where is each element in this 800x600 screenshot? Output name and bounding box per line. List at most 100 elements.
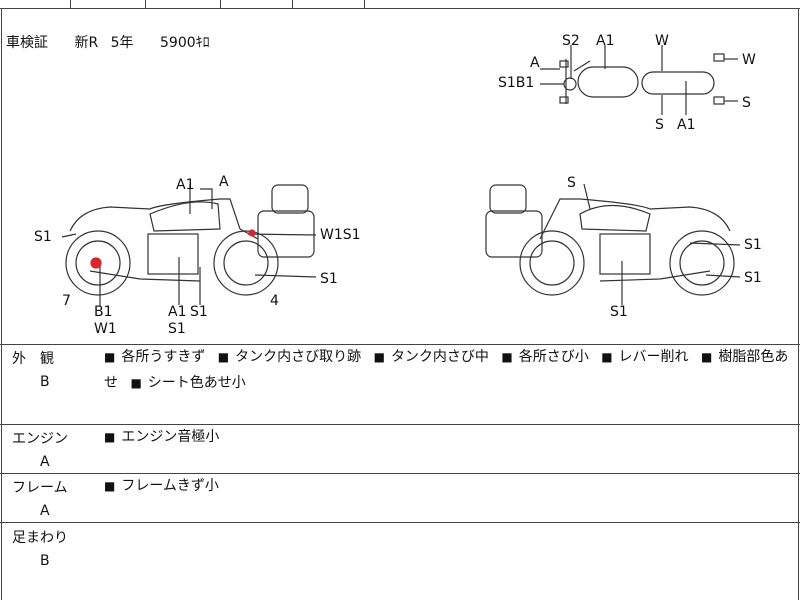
finding-item: フレームきず小 bbox=[121, 478, 219, 494]
motorcycle-diagram bbox=[61, 45, 741, 306]
left-mirror bbox=[200, 188, 213, 209]
label-left-w1s1: W1S1 bbox=[320, 227, 361, 243]
left-topbox bbox=[271, 184, 309, 214]
top-cell bbox=[145, 0, 221, 8]
label-left-a1: A1 bbox=[176, 177, 195, 193]
divider bbox=[0, 473, 800, 474]
divider bbox=[0, 522, 800, 523]
label-left-s1-bottom2: S1 bbox=[168, 321, 186, 337]
registration-label: 車検証 bbox=[6, 35, 48, 51]
section-exterior-grade: B bbox=[40, 374, 50, 390]
label-top-a1-bottom: A1 bbox=[677, 117, 696, 133]
bullet-icon: ■ bbox=[501, 350, 513, 364]
finding-item: 各所うすきず bbox=[121, 349, 206, 365]
bullet-icon: ■ bbox=[601, 350, 613, 364]
right-tank bbox=[579, 205, 651, 232]
left-front-wheel-inner bbox=[223, 240, 269, 286]
right-leader bbox=[705, 274, 741, 278]
top-cell bbox=[292, 0, 365, 8]
frame-right bbox=[798, 8, 799, 600]
label-top-s-bottom: S bbox=[655, 117, 664, 133]
section-exterior-body: ■ 各所うすきず ■ タンク内さび取り跡 ■ タンク内さび中 ■ 各所さび小 ■ レバー削… bbox=[104, 344, 794, 396]
section-engine-name: エンジン bbox=[12, 431, 68, 447]
right-leader bbox=[689, 242, 741, 246]
section-exterior-name: 外 観 bbox=[12, 351, 54, 367]
label-left-7: 7 bbox=[62, 293, 71, 309]
section-suspension-header: 足まわり B bbox=[12, 527, 82, 569]
section-engine-grade: A bbox=[40, 454, 50, 470]
registration-type: 新R bbox=[74, 35, 99, 51]
section-engine-header: エンジン A bbox=[12, 428, 82, 470]
label-top-w-right: W bbox=[742, 52, 756, 68]
finding-item: タンク内さび取り跡 bbox=[235, 349, 362, 365]
section-frame-grade: A bbox=[40, 503, 50, 519]
left-leader bbox=[61, 233, 77, 238]
label-top-a: A bbox=[530, 55, 540, 71]
bullet-icon: ■ bbox=[130, 376, 142, 390]
top-bag bbox=[713, 53, 725, 62]
finding-item: 各所さび小 bbox=[518, 349, 589, 365]
label-left-a: A bbox=[219, 174, 229, 190]
left-damage-marker bbox=[248, 229, 256, 237]
top-bag bbox=[713, 96, 725, 105]
section-frame-header: フレーム A bbox=[12, 477, 82, 519]
frame-left bbox=[1, 8, 2, 600]
bullet-icon: ■ bbox=[104, 430, 116, 444]
label-top-w: W bbox=[655, 33, 669, 49]
right-topbox bbox=[489, 184, 527, 214]
finding-item: レバー削れ bbox=[618, 349, 689, 365]
right-leader bbox=[583, 183, 591, 210]
label-left-w1: W1 bbox=[94, 321, 117, 337]
section-exterior-header: 外 観 B bbox=[12, 348, 82, 390]
label-left-s1: S1 bbox=[34, 229, 52, 245]
bullet-icon: ■ bbox=[700, 350, 713, 364]
top-cell bbox=[220, 0, 293, 8]
label-left-s1-right: S1 bbox=[320, 271, 338, 287]
label-right-s1-a: S1 bbox=[744, 237, 762, 253]
left-engine bbox=[147, 233, 199, 275]
top-seat bbox=[641, 71, 715, 95]
left-front-wheel bbox=[213, 230, 279, 296]
registration-mileage-unit: ｷﾛ bbox=[195, 35, 210, 51]
top-strip-border bbox=[0, 8, 800, 9]
finding-item: エンジン音極小 bbox=[121, 429, 220, 445]
finding-item: タンク内さび中 bbox=[390, 349, 489, 365]
right-front-wheel bbox=[519, 230, 585, 296]
top-view-motorcycle bbox=[540, 45, 738, 115]
bullet-icon: ■ bbox=[217, 350, 230, 364]
registration-years: 5年 bbox=[110, 35, 134, 51]
section-suspension-name: 足まわり bbox=[12, 530, 68, 546]
left-exhaust bbox=[89, 270, 201, 282]
registration-mileage: 5900 bbox=[160, 35, 196, 51]
top-cell bbox=[0, 0, 71, 8]
top-mirror bbox=[559, 60, 569, 68]
left-body-outline bbox=[69, 198, 259, 240]
right-rear-wheel-inner bbox=[679, 240, 725, 286]
right-engine bbox=[599, 233, 651, 275]
bullet-icon: ■ bbox=[104, 350, 116, 364]
finding-item: シート色あせ小 bbox=[147, 375, 246, 391]
divider bbox=[0, 344, 800, 345]
finding-item: 樹脂部色あせ bbox=[104, 349, 789, 391]
top-leader bbox=[573, 60, 591, 72]
left-leader bbox=[254, 274, 317, 278]
top-strip bbox=[0, 0, 800, 9]
label-right-s1-b: S1 bbox=[744, 270, 762, 286]
left-damage-marker bbox=[90, 257, 102, 269]
label-right-s: S bbox=[567, 175, 576, 191]
registration-line: 車検証 新R 5年 5900ｷﾛ bbox=[6, 32, 210, 52]
label-top-s2: S2 bbox=[562, 33, 580, 49]
label-left-s1-bottom: S1 bbox=[190, 304, 208, 320]
label-left-b1: B1 bbox=[94, 304, 113, 320]
label-right-s1-bottom: S1 bbox=[610, 304, 628, 320]
label-top-s-right: S bbox=[742, 95, 751, 111]
section-frame-body: ■ フレームきず小 bbox=[104, 473, 794, 499]
right-side-motorcycle bbox=[485, 183, 741, 305]
top-cell bbox=[70, 0, 146, 8]
left-leader bbox=[247, 233, 317, 236]
left-side-motorcycle bbox=[61, 184, 317, 306]
bullet-icon: ■ bbox=[104, 479, 116, 493]
right-front-wheel-inner bbox=[529, 240, 575, 286]
left-tank bbox=[149, 201, 221, 232]
